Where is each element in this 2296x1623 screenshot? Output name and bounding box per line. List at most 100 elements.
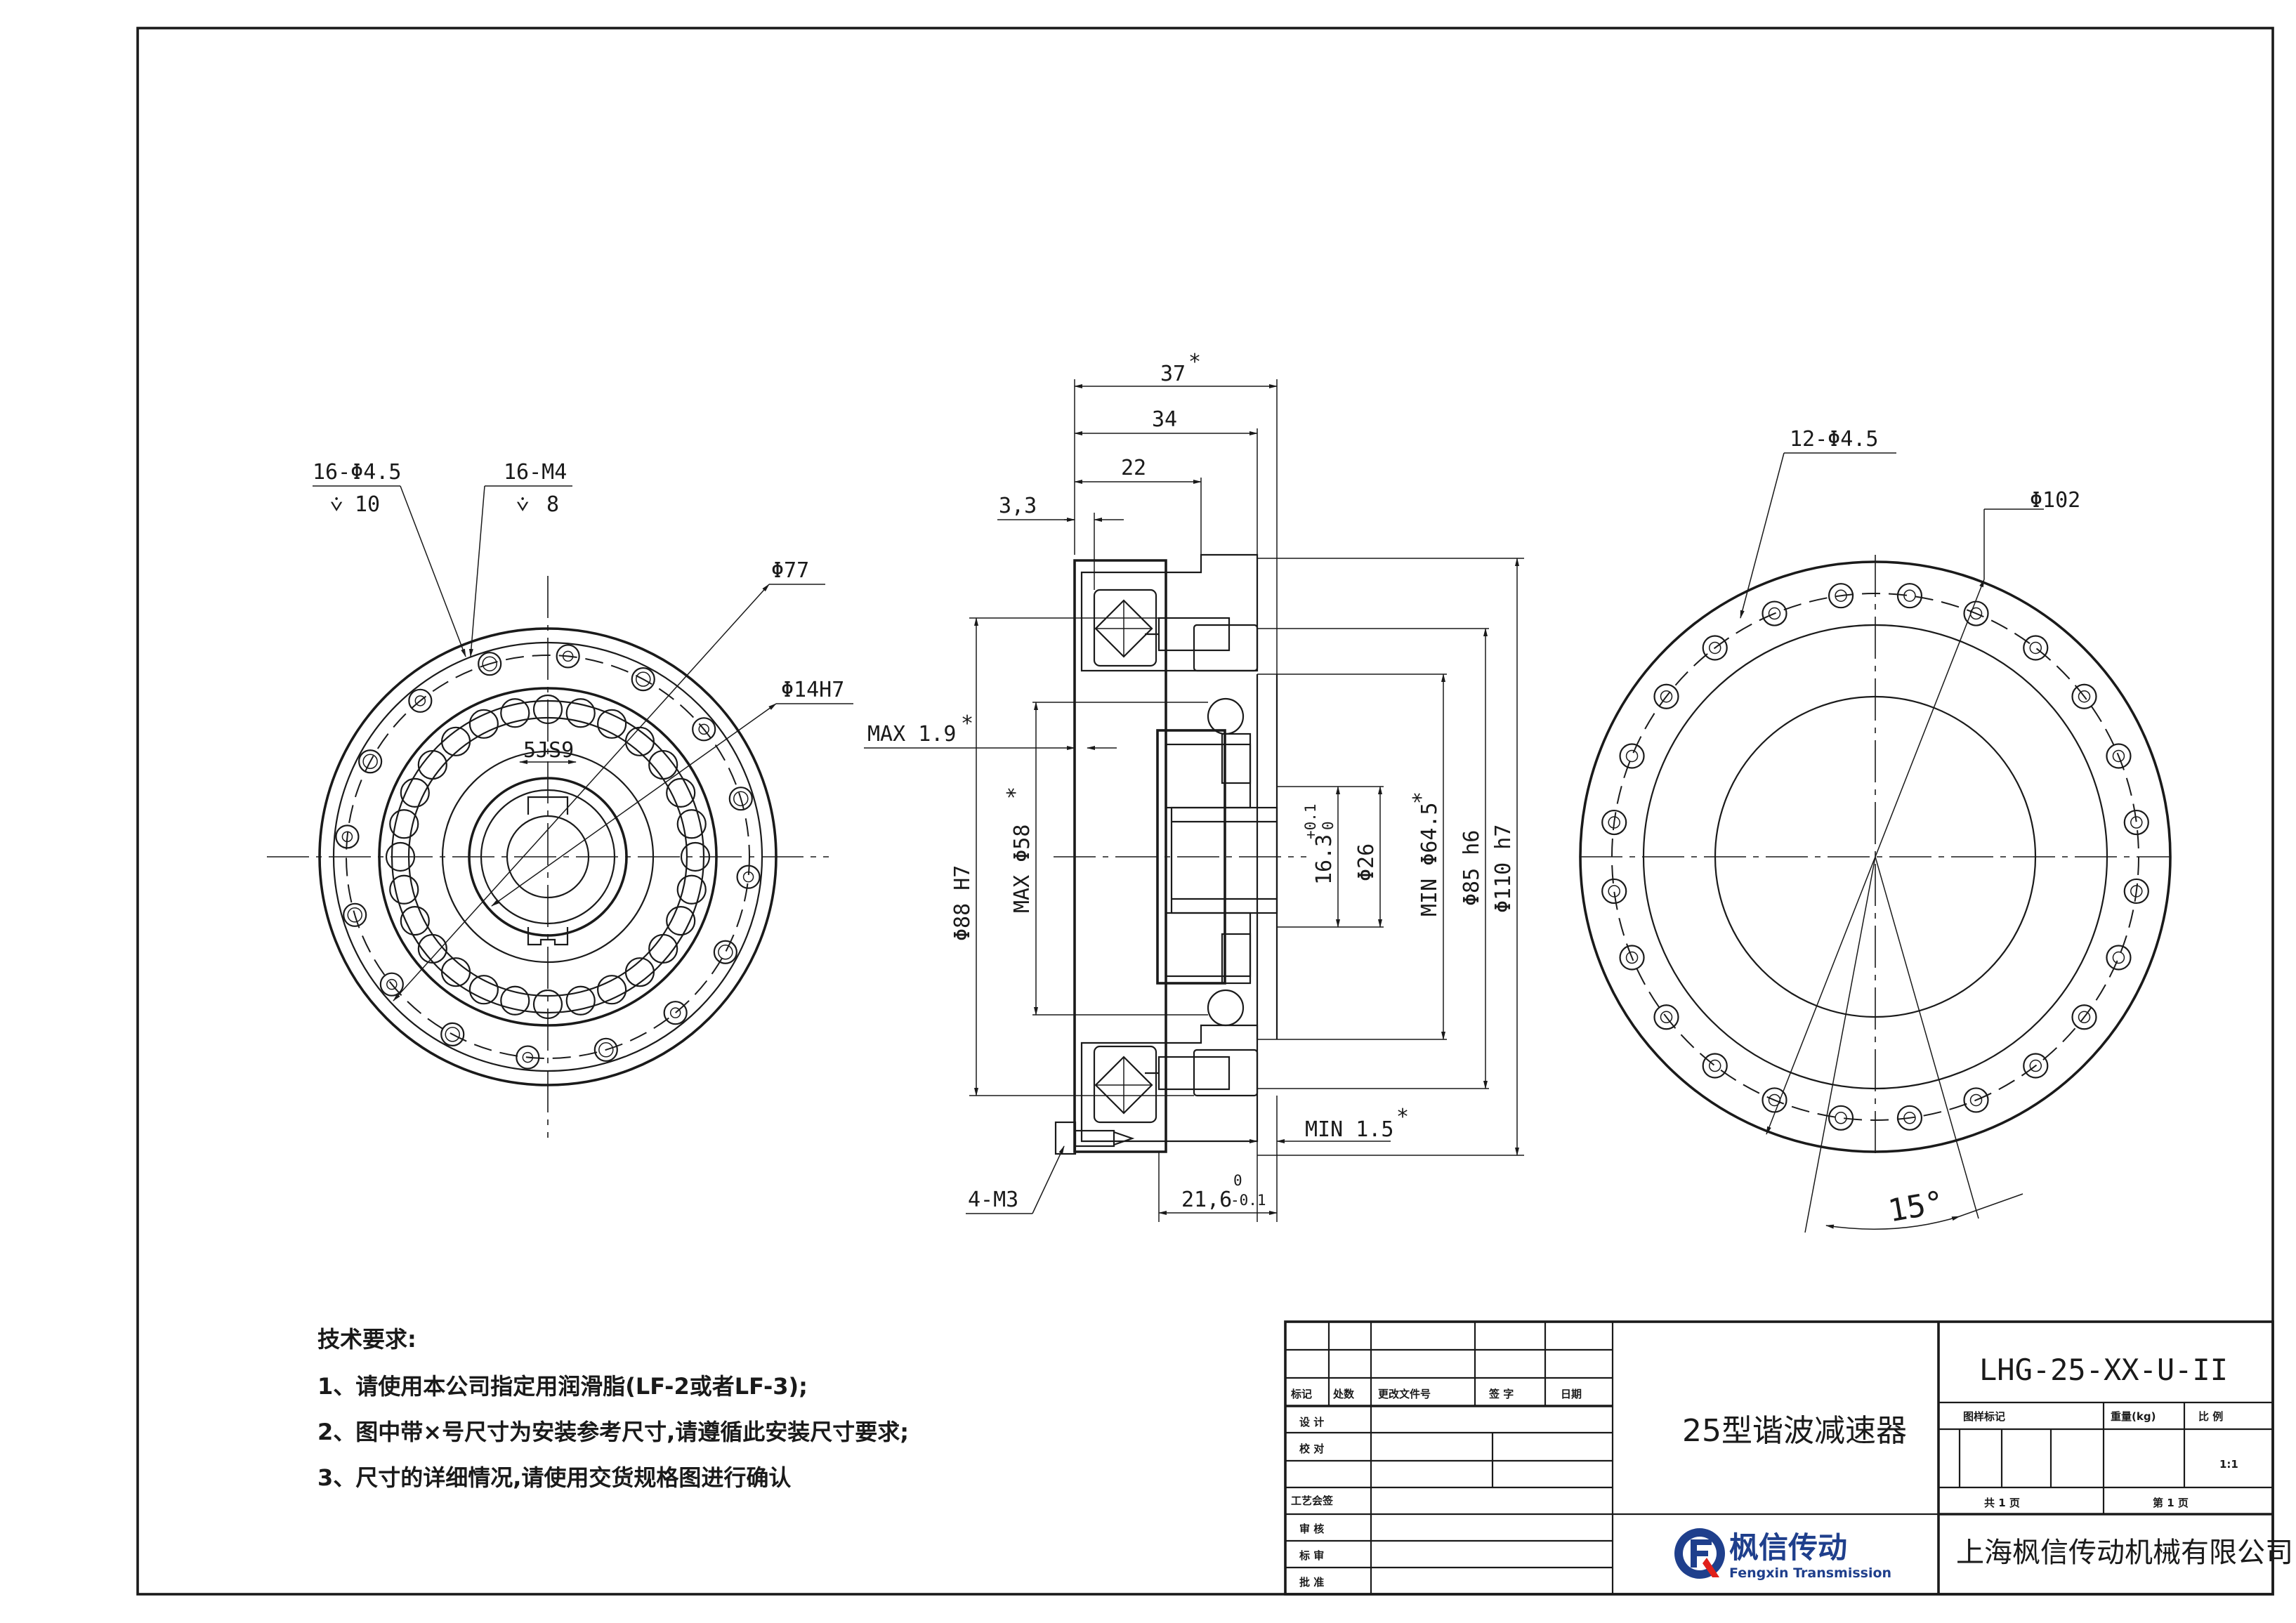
through-hole (335, 824, 360, 849)
tb-header-doc: 更改文件号 (1378, 1388, 1431, 1400)
title-block: 标记 处数 更改文件号 签 字 日期 设 计 校 对 工艺会签 审 核 标 审 … (1284, 1320, 2293, 1596)
tb-sheet-no: 第 1 页 (2153, 1497, 2189, 1509)
brand-sub: Fengxin Transmission (1729, 1565, 1891, 1581)
notes-heading: 技术要求: (317, 1326, 416, 1353)
bearing-roller (500, 985, 530, 1016)
tb-row-review: 审 核 (1299, 1523, 1324, 1535)
holes-a-depth: 10 (355, 492, 380, 517)
tb-info-mark: 图样标记 (1963, 1410, 2005, 1423)
back-hole (2106, 743, 2132, 769)
threaded-hole (593, 1037, 618, 1062)
back-hole (2071, 683, 2097, 709)
holes-a-label: 16-Φ4.5 (313, 460, 401, 485)
tb-row-process: 工艺会签 (1291, 1494, 1334, 1507)
tb-row-check: 校 对 (1299, 1443, 1324, 1455)
through-hole (516, 1045, 540, 1070)
back-hole (1653, 683, 1679, 709)
back-hole (1601, 878, 1627, 905)
star-marker: * (1409, 791, 1434, 804)
tb-header-sign: 签 字 (1488, 1388, 1514, 1400)
back-hole (1896, 583, 1923, 609)
tb-row-design: 设 计 (1299, 1416, 1324, 1428)
threaded-hole (343, 902, 367, 927)
back-hole (2123, 878, 2149, 905)
star-marker: * (1003, 787, 1028, 799)
through-hole (663, 1001, 688, 1025)
min-64-5-label: MIN Φ64.5 (1417, 802, 1442, 916)
note-2: 2、图中带×号尺寸为安装参考尺寸,请遵循此安装尺寸要求; (317, 1419, 909, 1445)
tb-info-scale: 比 例 (2198, 1410, 2223, 1423)
back-hole (2106, 945, 2132, 971)
tb-header-count: 处数 (1332, 1388, 1355, 1400)
key-width-label: 5JS9 (523, 738, 574, 763)
brand-logo (1674, 1528, 1725, 1579)
bearing-roller (565, 985, 596, 1016)
back-hole (2123, 809, 2149, 836)
dim-110: Φ110 h7 (1491, 824, 1516, 913)
tb-scale-value: 1:1 (2219, 1458, 2238, 1471)
star-marker: * (1188, 350, 1201, 374)
drawing-frame (136, 27, 2274, 1596)
drawing-title: 25型谐波减速器 (1682, 1413, 1907, 1449)
tb-row-standard: 标 审 (1299, 1549, 1324, 1562)
threaded-hole (358, 749, 383, 774)
note-1: 1、请使用本公司指定用润滑脂(LF-2或者LF-3); (317, 1373, 808, 1400)
back-hole (1828, 1105, 1854, 1131)
max-1-9-label: MAX 1.9 (867, 722, 956, 747)
technical-notes: 技术要求: 1、请使用本公司指定用润滑脂(LF-2或者LF-3); 2、图中带×… (317, 1326, 909, 1491)
dim-21-6: 21,6 (1181, 1188, 1232, 1212)
dim-34: 34 (1152, 407, 1177, 432)
dia-102-label: Φ102 (2030, 488, 2080, 513)
bearing-roller (500, 698, 530, 728)
dim-21-6-tol-dn: -0.1 (1231, 1192, 1266, 1209)
back-hole (1619, 743, 1645, 769)
threaded-hole (713, 940, 737, 964)
back-hole (2071, 1004, 2097, 1030)
note-3: 3、尺寸的详细情况,请使用交货规格图进行确认 (317, 1464, 791, 1491)
back-hole (2023, 1053, 2049, 1079)
back-hole (1702, 635, 1728, 661)
tb-header-date: 日期 (1561, 1388, 1582, 1400)
tb-row-approve: 批 准 (1299, 1576, 1324, 1589)
star-marker: * (1396, 1105, 1409, 1129)
company-name: 上海枫信传动机械有限公司 (1956, 1537, 2293, 1569)
tb-header-mark: 标记 (1290, 1388, 1312, 1400)
back-hole (2023, 635, 2049, 661)
back-view: Φ102 12-Φ4.5 15° (1579, 427, 2172, 1233)
back-hole (1653, 1004, 1679, 1030)
tb-info-weight: 重量(kg) (2111, 1410, 2156, 1423)
dim-16-3-tol-up: +0.1 (1302, 803, 1319, 839)
dim-16-3: 16.3 (1312, 834, 1337, 885)
bearing-roller (389, 874, 419, 905)
holes-b-label: 16-M4 (504, 460, 567, 485)
depth-icon: ⩒ (330, 492, 343, 517)
dim-85: Φ85 h6 (1459, 830, 1484, 906)
holes-label: 12-Φ4.5 (1790, 427, 1878, 452)
m3-label: 4-M3 (968, 1188, 1018, 1212)
dim-16-3-tol-dn: 0 (1320, 821, 1337, 830)
back-hole (1702, 1053, 1728, 1079)
star-marker: * (961, 711, 973, 736)
threaded-hole (440, 1022, 465, 1046)
max-58-label: MAX Φ58 (1010, 824, 1035, 913)
part-number: LHG-25-XX-U-II (1979, 1353, 2228, 1387)
side-section-view: 37 * 34 22 3,3 MAX 1.9 * Φ88 H7 MAX Φ58 … (864, 350, 1524, 1222)
brand-name: 枫信传动 (1729, 1530, 1847, 1565)
dim-22: 22 (1121, 456, 1146, 480)
back-hole (1601, 809, 1627, 836)
dia-77-label: Φ77 (771, 558, 809, 583)
dim-88: Φ88 H7 (950, 865, 975, 941)
bearing-roller (389, 809, 419, 839)
bearing-roller (565, 698, 596, 728)
depth-icon: ⩒ (516, 492, 529, 517)
bearing-roller (676, 874, 707, 905)
tb-sheet-total: 共 1 页 (1984, 1497, 2020, 1509)
dim-3-3: 3,3 (999, 494, 1037, 518)
holes-b-depth: 8 (546, 492, 559, 517)
back-hole (1619, 945, 1645, 971)
dia-14-label: Φ14H7 (781, 678, 844, 702)
dim-21-6-tol-up: 0 (1233, 1172, 1242, 1189)
bearing-roller (676, 809, 707, 839)
dim-37: 37 (1160, 362, 1186, 386)
